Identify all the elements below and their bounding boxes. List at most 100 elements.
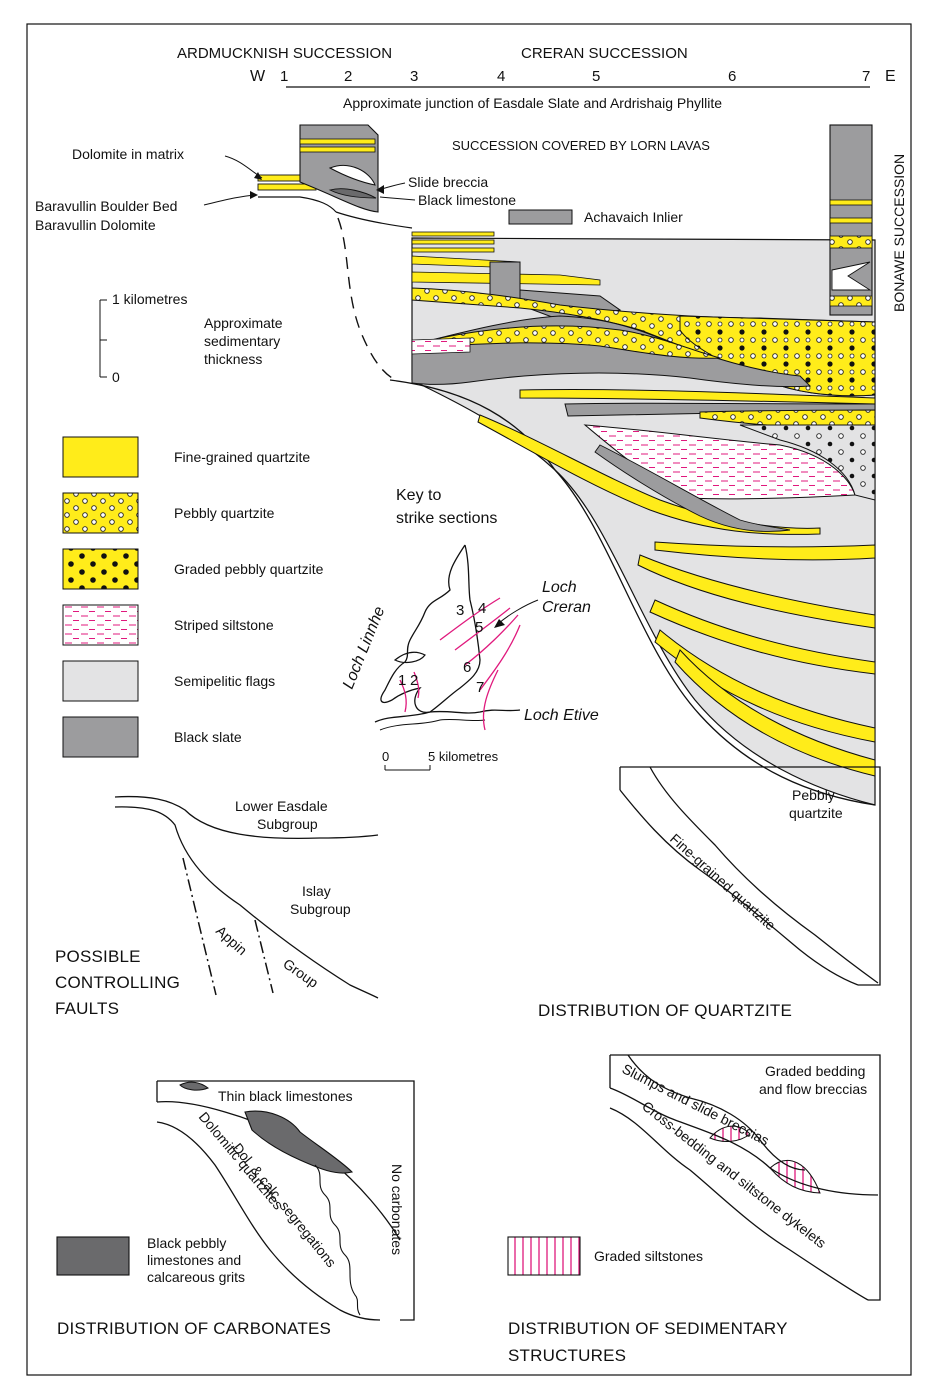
arrowhead (494, 619, 505, 628)
black-slate-tongue (594, 444, 791, 532)
carbonates-panel: Thin black limestones Dolomitic quartzit… (56, 1080, 415, 1338)
legend-swatch-pebbly (62, 492, 139, 534)
legend-label: Pebbly quartzite (174, 505, 275, 521)
thin-limestone (179, 1081, 210, 1091)
loch-etive-shore (374, 709, 521, 723)
quartzite-panel: Pebbly quartzite Fine-grained quartzite … (538, 766, 881, 1020)
scale-bottom-label: 0 (112, 369, 120, 385)
boulder-bed-label: Baravullin Boulder Bed (35, 198, 177, 214)
loch-creran-label: Loch (542, 579, 577, 596)
faults-panel: Lower Easdale Subgroup Islay Subgroup Ap… (55, 795, 379, 1018)
group-label: Group (280, 955, 321, 991)
legend-swatch-graded-siltstones (507, 1236, 581, 1276)
legend-swatch-striped (62, 604, 139, 646)
quartzite-upper-boundary (649, 766, 879, 984)
structures-title: STRUCTURES (508, 1346, 626, 1365)
structures-panel: Graded bedding and flow breccias Slumps … (507, 1054, 881, 1365)
islay-label: Subgroup (290, 901, 351, 917)
pebbly-label: Pebbly (792, 787, 835, 803)
map-scale-five: 5 kilometres (428, 749, 499, 764)
strike-line (479, 624, 521, 691)
carbonates-title: DISTRIBUTION OF CARBONATES (57, 1319, 331, 1338)
scale-top-label: 1 kilometres (112, 291, 187, 307)
legend-swatch-graded (62, 548, 139, 590)
fault-line (254, 919, 274, 994)
graded-siltstones-legend-label: Graded siltstones (594, 1248, 703, 1264)
quartzite-bed (299, 146, 376, 153)
loch-etive-label: Loch Etive (524, 707, 599, 724)
creran-label: CRERAN SUCCESSION (521, 45, 688, 62)
arrowhead (254, 172, 262, 180)
quartzite-bed (649, 599, 876, 675)
map-number: 5 (475, 619, 483, 636)
inferred-base-dashed (337, 217, 393, 379)
quartzite-bed (829, 217, 873, 224)
lower-easdale-label: Lower Easdale (235, 798, 328, 814)
legend: Fine-grained quartzite Pebbly quartzite … (62, 436, 324, 758)
fine-quartzite-label: Fine-grained quartzite (667, 830, 779, 933)
section-number: 7 (862, 68, 870, 85)
figure-frame (26, 23, 912, 1376)
leader-line (379, 196, 416, 201)
fault-line (182, 857, 217, 996)
leader-line (203, 194, 257, 206)
graded-bedding-label: Graded bedding (765, 1063, 865, 1079)
legend-label: Black slate (174, 729, 242, 745)
legend-label: Semipelitic flags (174, 673, 275, 689)
faults-title: POSSIBLE (55, 947, 141, 966)
middle-boundary (609, 1087, 879, 1196)
loch-creran-label: Creran (542, 599, 591, 616)
quartzite-bed (829, 199, 873, 206)
strike-line (413, 671, 420, 699)
key-map-title: Key to (396, 487, 441, 504)
slide-breccia-label: Slide breccia (408, 174, 488, 190)
arrowhead (376, 185, 384, 194)
graded-bedding-label: and flow breccias (759, 1081, 867, 1097)
east-label: E (885, 68, 896, 85)
faults-title: FAULTS (55, 999, 119, 1018)
carbonate-legend-label: limestones and (147, 1252, 241, 1268)
ardmucknish-label: ARDMUCKNISH SUCCESSION (177, 45, 392, 62)
achavaich-label: Achavaich Inlier (584, 209, 683, 225)
black-pebbly-limestone-body (244, 1110, 354, 1174)
map-number: 4 (478, 600, 486, 617)
section-2-column (299, 124, 413, 229)
carbonate-legend-label: calcareous grits (147, 1269, 245, 1285)
section-numbers: 1 2 3 4 5 6 7 (280, 68, 870, 85)
lower-easdale-boundary (114, 795, 379, 840)
faults-title: CONTROLLING (55, 973, 180, 992)
baravullin-dolomite-label: Baravullin Dolomite (35, 217, 156, 233)
upper-boundary (627, 1054, 806, 1171)
legend-label: Graded pebbly quartzite (174, 561, 324, 577)
coastline (380, 544, 481, 713)
lower-easdale-label: Subgroup (257, 816, 318, 832)
map-number: 6 (463, 659, 471, 676)
carbonate-legend-label: Black pebbly (147, 1235, 226, 1251)
map-number: 2 (410, 672, 418, 689)
map-number: 3 (456, 602, 464, 619)
quartzite-bed (654, 541, 876, 561)
pebbly-quartzite-bed (829, 235, 873, 249)
slump-fold (831, 261, 872, 291)
loch-etive-shore (379, 718, 486, 731)
coastline (393, 651, 426, 664)
map-number: 1 (398, 672, 406, 689)
panel-frame (156, 1080, 415, 1321)
strike-line (439, 597, 501, 641)
no-carbonates-label: No carbonates (389, 1164, 405, 1255)
scale-caption: Approximate (204, 315, 283, 331)
section-number: 1 (280, 68, 288, 85)
strike-line (464, 614, 519, 666)
quartzite-bed (411, 231, 495, 237)
pebbly-quartzite-bed (829, 295, 873, 307)
graded-siltstone-lens (769, 1159, 821, 1194)
map-scale-zero: 0 (382, 749, 389, 764)
basin-base (389, 379, 876, 806)
key-map: Key to strike sections 1 2 3 4 5 6 7 Loc… (340, 487, 599, 771)
quartzite-bed (477, 414, 821, 535)
scale-caption: sedimentary (204, 333, 280, 349)
covered-label: SUCCESSION COVERED BY LORN LAVAS (452, 138, 710, 153)
islay-boundary (114, 806, 379, 999)
striped-siltstone-small (411, 337, 471, 355)
